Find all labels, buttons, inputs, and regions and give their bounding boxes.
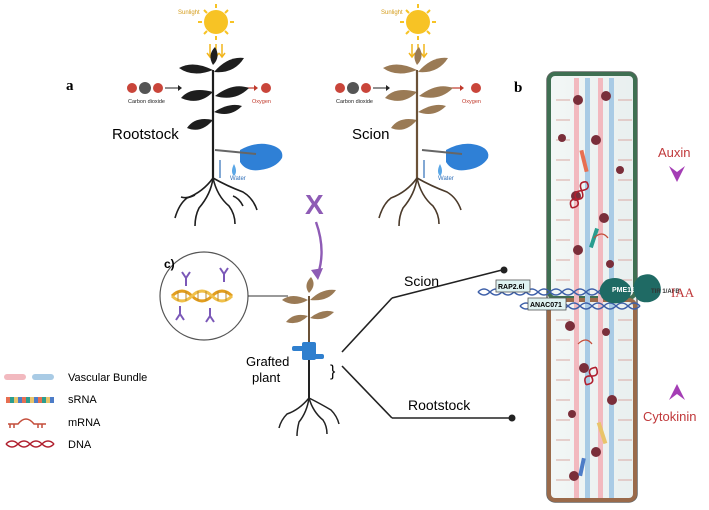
rootstock-title: Rootstock (112, 126, 179, 143)
dna-icon (5, 440, 55, 448)
grafted-label-line2: plant (252, 370, 281, 385)
legend-label: Vascular Bundle (68, 372, 147, 384)
auxin-label: Auxin (658, 145, 691, 160)
connector-dot (500, 266, 508, 274)
cell-wall-pattern (556, 99, 632, 481)
dna-helix-icon (170, 289, 234, 303)
scion-connector-line (391, 269, 503, 299)
legend-label: mRNA (68, 417, 101, 429)
srna-strand (578, 149, 608, 477)
arrowhead-icon (311, 268, 323, 280)
water-label: Water (230, 176, 246, 182)
rootstock-connector-line (341, 365, 393, 419)
rootstock-roots-icon (174, 177, 258, 227)
legend-label: DNA (68, 439, 92, 451)
pme-label: PME15 (612, 287, 635, 294)
scion-title: Scion (352, 126, 390, 143)
legend-label: sRNA (68, 394, 97, 406)
graft-clip-icon (302, 342, 316, 360)
panel-a-label: a (66, 78, 74, 94)
oxygen-label: Oxygen (462, 99, 481, 105)
sun-icon (400, 4, 436, 59)
cross-symbol: X (305, 189, 324, 220)
anac-label: ANAC071 (530, 302, 562, 309)
panel-b-label: b (514, 80, 522, 96)
co2-molecule-icon (127, 82, 182, 94)
scion-connector-label: Scion (404, 273, 439, 289)
cytokinin-up-arrow-icon (669, 384, 685, 400)
cytokinin-label: Cytokinin (643, 409, 696, 424)
panel-c-label: c) (164, 257, 175, 271)
pme-protein-icon (599, 278, 632, 304)
legend: Vascular Bundle sRNA mRNA DNA (4, 372, 147, 451)
grafted-plant-icon (278, 277, 340, 437)
grafted-brace: } (330, 363, 336, 380)
antibody-icon (175, 267, 229, 323)
srna-icon (6, 397, 54, 403)
co2-label: Carbon dioxide (128, 99, 165, 105)
sunlight-label: Sunlight (381, 10, 403, 16)
mrna-icon (8, 418, 46, 428)
mrna-strand (577, 233, 609, 345)
vascular-bundle-icon (4, 374, 54, 380)
water-label: Water (438, 176, 454, 182)
connector-dot (508, 414, 516, 422)
anac-label-box (527, 297, 567, 311)
curved-arrow (314, 221, 323, 275)
sunlight-label: Sunlight (178, 10, 200, 16)
left-plant-group: Sunlight Carbon dioxide Oxygen (127, 4, 283, 227)
dna-strand (569, 181, 599, 386)
gloved-hand-icon (421, 143, 489, 176)
scion-connector-line (341, 297, 393, 353)
tir-receptor-icon (633, 274, 661, 303)
right-plant-group: Sunlight Carbon dioxide Oxygen (335, 4, 489, 227)
iaa-label: IAA (671, 285, 695, 300)
co2-label: Carbon dioxide (336, 99, 373, 105)
oxygen-label: Oxygen (252, 99, 271, 105)
panel-c-group: c) (159, 251, 288, 341)
scion-plant-icon (383, 47, 453, 178)
rootstock-connector-label: Rootstock (408, 397, 471, 413)
auxin-down-arrow-icon (669, 166, 685, 182)
rap-label: RAP2.6l (498, 284, 525, 291)
scion-roots-icon (378, 177, 462, 227)
co2-molecule-icon (335, 82, 390, 94)
cell-nucleus (558, 91, 624, 481)
rootstock-plant-icon (179, 47, 249, 178)
gloved-hand-icon (214, 143, 283, 176)
tir-label: TIR 1/AFB (651, 289, 680, 295)
rap-label-box (495, 279, 531, 293)
grafted-label-line1: Grafted (246, 354, 289, 369)
